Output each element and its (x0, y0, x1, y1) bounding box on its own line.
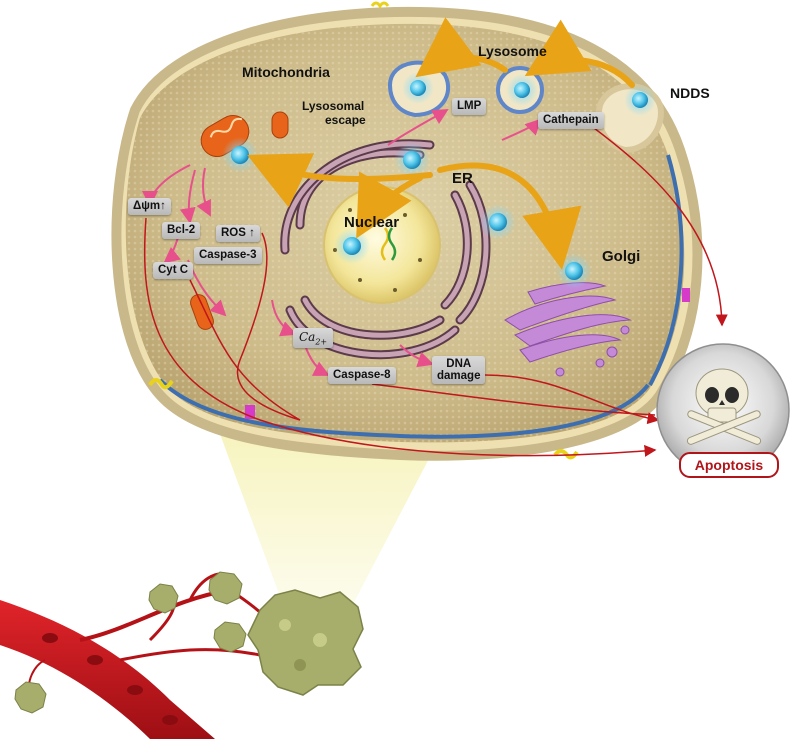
label-lysosome: Lysosome (478, 43, 547, 59)
label-golgi: Golgi (602, 248, 641, 265)
apoptosis-label: Apoptosis (679, 452, 779, 478)
trafficking-arrows (247, 17, 635, 270)
dna-damage-line2: damage (437, 370, 481, 382)
dna-damage-line1: DNA (446, 358, 472, 370)
label-mitochondria: Mitochondria (242, 64, 330, 80)
tag-bcl2: Bcl-2 (162, 222, 201, 239)
apoptosis-pathway-arrows (143, 124, 728, 457)
label-er: ER (452, 170, 473, 187)
label-lysosomal-escape-1: Lysosomal (302, 99, 365, 113)
label-ndds: NDDS (670, 85, 710, 101)
tag-ros: ROS ↑ (216, 225, 260, 242)
pink-signal-arrows (142, 108, 542, 376)
blood-vessel (0, 572, 292, 739)
tag-calcium: Ca2+ (293, 328, 334, 349)
mitochondria-organelles (190, 111, 289, 330)
label-nuclear: Nuclear (344, 214, 400, 231)
tag-dna-damage: DNA damage (432, 356, 486, 384)
tag-caspase3: Caspase-3 (194, 247, 262, 264)
label-lysosomal-escape-2: escape (325, 113, 366, 127)
tag-caspase8: Caspase-8 (328, 367, 396, 384)
tag-delta-psi: Δψm↑ (128, 198, 171, 215)
calcium-charge: 2+ (315, 337, 328, 347)
apoptosis-skull (656, 343, 790, 477)
tag-cathepain: Cathepain (538, 112, 604, 129)
calcium-base: Ca (299, 330, 316, 344)
tag-lmp: LMP (452, 98, 487, 115)
golgi (504, 282, 632, 377)
tumor-cluster (14, 571, 364, 714)
tag-cytc: Cyt C (153, 262, 194, 279)
